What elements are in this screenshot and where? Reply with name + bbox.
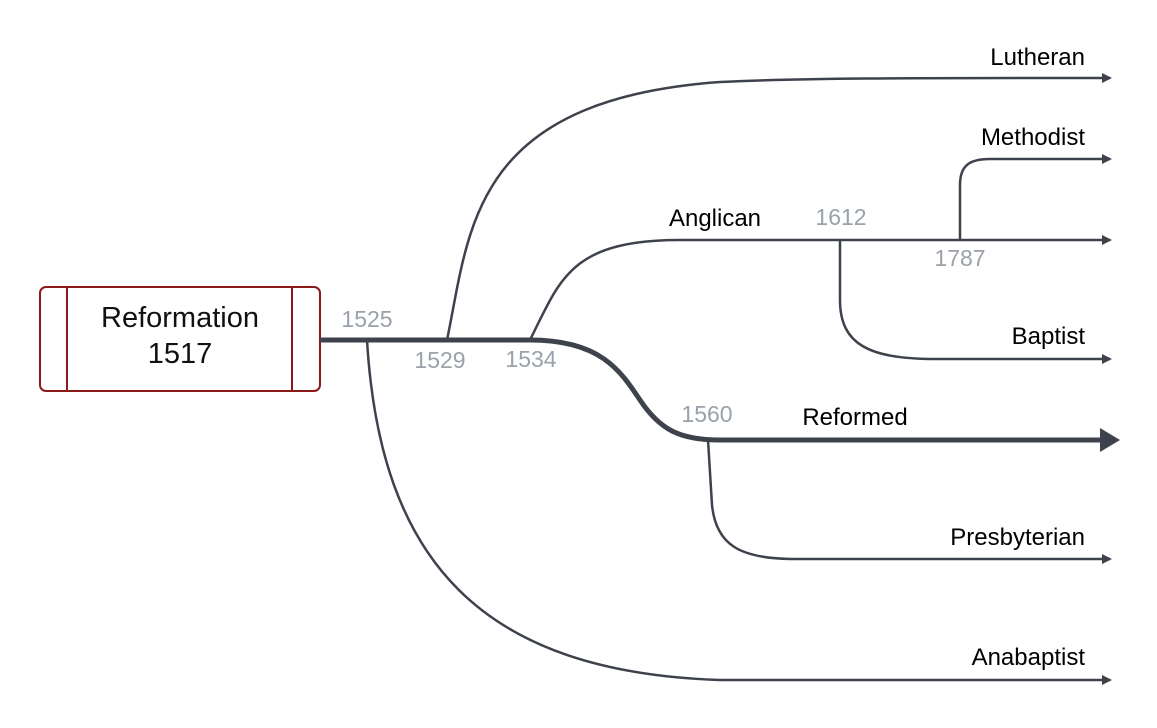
label-anglican: Anglican	[669, 205, 761, 232]
label-methodist: Methodist	[981, 124, 1085, 151]
trunk-line-reformed	[320, 337, 1100, 443]
year-1787: 1787	[934, 245, 985, 271]
year-1525: 1525	[341, 306, 392, 332]
anglican-branch-line	[528, 235, 1112, 341]
year-1612: 1612	[815, 204, 866, 230]
label-anabaptist: Anabaptist	[972, 644, 1086, 671]
reformed-arrowhead	[1100, 428, 1120, 452]
year-1529: 1529	[414, 347, 465, 373]
methodist-branch-line	[958, 154, 1112, 240]
label-reformed: Reformed	[802, 404, 907, 431]
origin-title: Reformation	[101, 302, 259, 334]
baptist-branch-line	[838, 240, 1112, 364]
anabaptist-branch-line	[365, 339, 1112, 685]
reformation-origin-box: Reformation 1517	[39, 286, 321, 392]
label-baptist: Baptist	[1012, 323, 1086, 350]
label-lutheran: Lutheran	[990, 44, 1085, 71]
year-1534: 1534	[505, 346, 556, 372]
origin-year: 1517	[148, 338, 213, 370]
year-1560: 1560	[681, 401, 732, 427]
lutheran-branch-line	[445, 73, 1112, 341]
label-presbyterian: Presbyterian	[950, 524, 1085, 551]
presbyterian-branch-line	[706, 439, 1112, 564]
